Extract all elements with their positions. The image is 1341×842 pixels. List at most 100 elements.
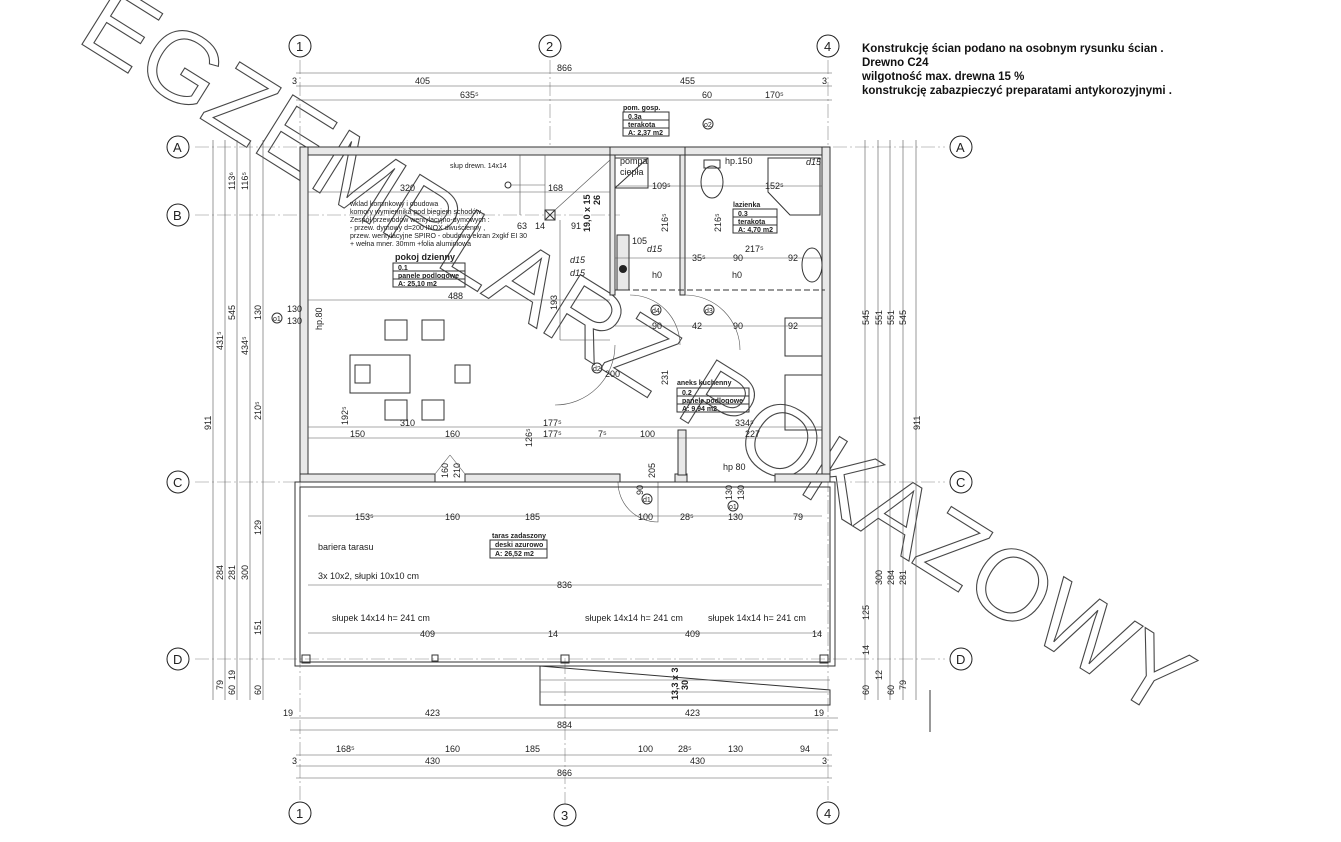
label-dims_bottom-c: 423 <box>685 708 700 718</box>
label-dims_inner-1: 168 <box>548 183 563 193</box>
label-dims_right-2: 551 <box>886 310 896 325</box>
label-dims_inner-29: 217⁵ <box>745 244 764 254</box>
label-dims_bottom-l: 3 <box>292 756 297 766</box>
label-dims_inner-56: 160 <box>440 463 450 478</box>
label-rooms-3-num: 0.3a <box>628 114 642 121</box>
label-dims_inner-20: 100 <box>640 429 655 439</box>
label-labels-pompa-1: ciepła <box>620 167 644 177</box>
label-dims_inner-61: 130 <box>736 485 746 500</box>
axis-bubbles: 1 2 4 1 3 4 A A B C C D D <box>166 34 973 827</box>
room-kitchen: aneks kuchenny 0.2 panele podlogowe A: 9… <box>676 380 750 413</box>
label-axes-col1: 1 <box>296 806 303 821</box>
label-labels-doors-5: o2 <box>704 122 712 129</box>
label-dims_inner-60: 130 <box>724 485 734 500</box>
label-dims_left-2: 434⁵ <box>240 336 250 355</box>
label-labels-d15: d15 <box>806 157 822 167</box>
label-dims_top-a: 3 <box>292 76 297 86</box>
label-labels-slup: slup drewn. 14x14 <box>450 163 507 170</box>
label-dims_inner-9: 488 <box>448 291 463 301</box>
label-dims_inner-15: 177⁵ <box>543 418 562 428</box>
label-dims_inner-50: 409 <box>420 629 435 639</box>
label-dims_inner-42: 153⁵ <box>355 512 374 522</box>
label-labels-chimney-1: komory wymiennika pod biegiem schodów . <box>350 209 485 216</box>
label-dims_inner-8: 193 <box>549 295 559 310</box>
label-axes-rowC: C <box>173 475 182 490</box>
label-dims_right-9: 14 <box>861 645 871 655</box>
label-axes-rowD: D <box>956 652 965 667</box>
label-rooms-4-name: taras zadaszony <box>492 533 546 540</box>
label-dims_inner-22: 334⁵ <box>735 418 754 428</box>
label-axes-col4: 4 <box>824 39 831 54</box>
label-dims_inner-53: 14 <box>812 629 822 639</box>
label-labels-doors-4: o1 <box>273 316 281 323</box>
room-utility: pom. gosp. 0.3a terakota A: 2,37 m2 <box>622 105 670 137</box>
label-rooms-0-num: 0.1 <box>398 265 408 272</box>
label-labels-hp150: hp.150 <box>725 156 753 166</box>
label-dims_right-13: 60 <box>886 685 896 695</box>
label-rooms-0-floor: panele podlogowe <box>398 273 459 280</box>
label-dims_bottom-total866: 866 <box>557 768 572 778</box>
label-labels-slupek: słupek 14x14 h= 241 cm <box>332 613 430 623</box>
label-dims_left-6: 116⁵ <box>240 172 250 190</box>
label-dims_inner-33: 216⁵ <box>660 213 670 232</box>
label-dims_top-c: 455 <box>680 76 695 86</box>
label-dims_inner-12: 310 <box>400 418 415 428</box>
label-dims_inner-14: 160 <box>445 429 460 439</box>
label-axes-col3: 3 <box>561 808 568 823</box>
label-dims_bottom-e: 168⁵ <box>336 744 355 754</box>
label-dims_left-14: 60 <box>227 685 237 695</box>
label-rooms-4-area: A: 26,52 m2 <box>495 551 534 558</box>
label-dims_inner-24: 105 <box>632 236 647 246</box>
annotations: slup drewn. 14x14 wklad kominkowy i obud… <box>271 118 822 700</box>
label-dims_top-total: 866 <box>557 63 572 73</box>
label-dims_inner-48: 79 <box>793 512 803 522</box>
label-dims_inner-0: 320 <box>400 183 415 193</box>
label-dims_inner-47: 130 <box>728 512 743 522</box>
label-labels-steps_n: 30 <box>680 680 690 690</box>
label-rooms-3-area: A: 2,37 m2 <box>628 130 663 137</box>
label-dims_inner-11: 130 <box>287 316 302 326</box>
label-dims_bottom-o: 3 <box>822 756 827 766</box>
label-labels-stairs: 19,0 x 15 <box>582 194 592 232</box>
label-labels-pompa-0: pompa <box>620 156 648 166</box>
label-dims_left-16: 60 <box>253 685 263 695</box>
label-dims_bottom-total884: 884 <box>557 720 572 730</box>
label-dims_bottom-n: 430 <box>690 756 705 766</box>
label-labels-hp80a: hp.80 <box>314 307 324 330</box>
label-labels-slupek: słupek 14x14 h= 241 cm <box>585 613 683 623</box>
label-dims_bottom-j: 130 <box>728 744 743 754</box>
label-labels-doors-3: d4 <box>652 308 660 315</box>
label-dims_inner-58: 205 <box>647 463 657 478</box>
label-rooms-2-area: A: 4,70 m2 <box>738 227 773 234</box>
label-dims_left-12: 151 <box>253 620 263 635</box>
label-dims_inner-18: 126⁵ <box>524 428 534 447</box>
label-labels-doors-4: o1 <box>729 504 737 511</box>
label-dims_right-8: 125 <box>861 605 871 620</box>
label-dims_top-g: 170⁵ <box>765 90 784 100</box>
label-labels-d15: d15 <box>570 255 586 265</box>
side-dimensions: 911 431⁵ 434⁵ 545 130 210⁵ 116⁵ 113⁶ 284… <box>203 140 922 700</box>
label-rooms-1-floor: panele podlogowe <box>682 398 743 405</box>
label-labels-steps: 13,3 x 3 <box>670 667 680 700</box>
label-labels-h0: h0 <box>652 270 662 280</box>
label-dims_inner-52: 409 <box>685 629 700 639</box>
label-dims_inner-6: 91 <box>571 221 581 231</box>
label-labels-doors-1: d2 <box>593 366 601 373</box>
label-dims_right-3: 545 <box>898 310 908 325</box>
label-dims_top-b: 405 <box>415 76 430 86</box>
label-axes-rowD: D <box>173 652 182 667</box>
label-rooms-3-floor: terakota <box>628 122 655 129</box>
label-dims_right-12: 12 <box>874 670 884 680</box>
label-dims_inner-17: 7⁵ <box>598 429 607 439</box>
label-dims_right-7: 281 <box>898 570 908 585</box>
label-labels-doors-0: d1 <box>643 497 651 504</box>
label-dims_bottom-h: 100 <box>638 744 653 754</box>
label-dims_inner-30: 35⁵ <box>692 253 706 263</box>
label-axes-col2: 2 <box>546 39 553 54</box>
label-labels-h0: h0 <box>732 270 742 280</box>
label-dims_left-7: 113⁶ <box>227 172 237 190</box>
label-dims_inner-10: 130 <box>287 304 302 314</box>
label-dims_top-f: 60 <box>702 90 712 100</box>
label-labels-chimney-2: Zespół przewodów wentylacyjno-dymowych : <box>350 217 490 224</box>
